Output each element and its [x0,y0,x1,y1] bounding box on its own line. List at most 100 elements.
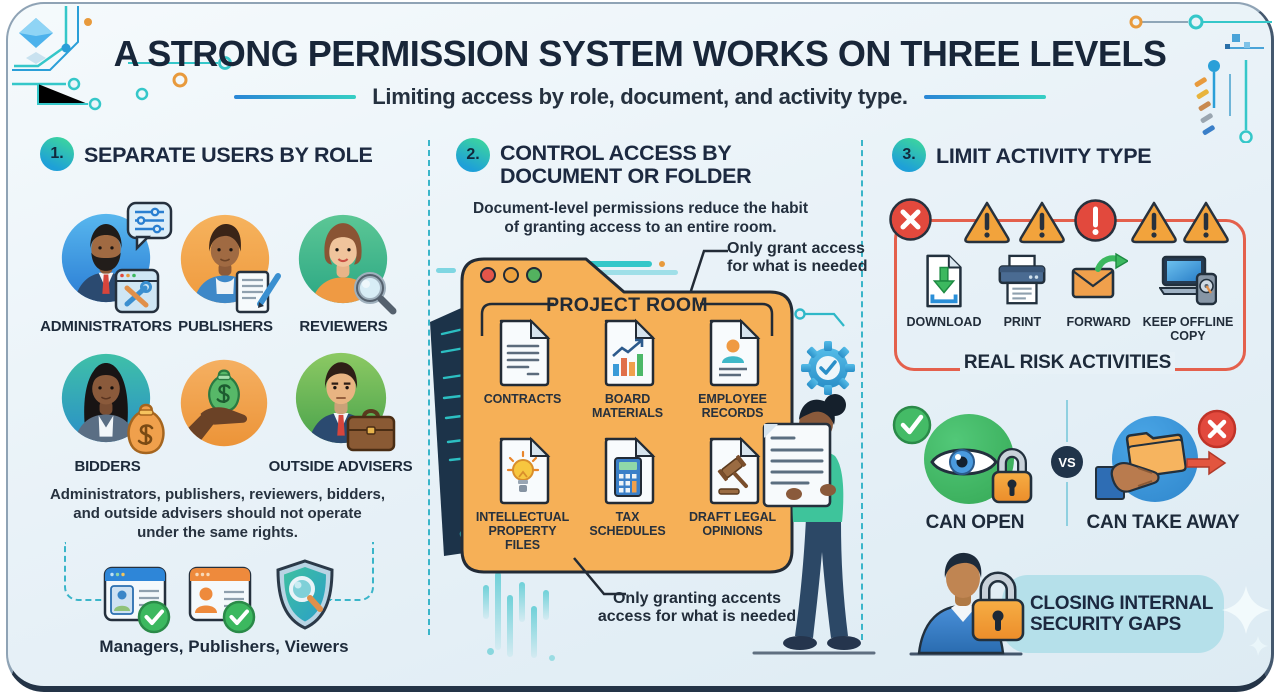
contracts-document-icon [499,318,550,387]
document-card: DRAFT LEGAL OPINIONS [683,436,783,552]
role-label-outside-advisers: OUTSIDE ADVISERS [268,458,413,475]
document-label: TAX SCHEDULES [589,510,666,538]
deco-bar [483,585,489,619]
print-icon [998,254,1046,305]
role-label-administrators: ADMINISTRATORS [40,318,172,335]
accent-strip [588,270,678,275]
section1-title: SEPARATE USERS BY ROLE [84,143,373,167]
money-hand-avatar [180,359,268,447]
activity-item: DOWNLOAD [902,252,986,343]
section2-number-badge: 2. [456,138,490,172]
section1-note: Administrators, publishers, reviewers, b… [49,486,386,541]
settings-bubble-icon [126,201,173,251]
deco-bar [531,606,537,658]
circuit-decoration-top-right [1129,14,1272,143]
viewer-shield-icon [276,559,334,630]
check-badge-icon [137,600,171,634]
activity-label: KEEP OFFLINE COPY [1142,315,1234,343]
deco-bar [543,590,549,620]
document-label: BOARD MATERIALS [591,392,664,420]
document-label: CONTRACTS [483,392,562,406]
section3-title: LIMIT ACTIVITY TYPE [936,144,1152,168]
dashed-bracket-left [64,542,108,601]
deco-bar [519,582,525,622]
page-title: A STRONG PERMISSION SYSTEM WORKS ON THRE… [113,33,1167,74]
bidder-avatar [61,353,151,443]
accent-strip [588,261,652,267]
hand-icon [1110,462,1160,493]
document-label: EMPLOYEE RECORDS [698,392,767,420]
intellectual-property-document-icon [499,436,550,505]
document-card: BOARD MATERIALS [578,318,678,420]
employee-records-document-icon [709,318,760,387]
gear-check-icon [794,308,855,395]
activity-item: PRINT [989,252,1055,343]
closing-gaps-pill: CLOSING INTERNAL SECURITY GAPS [1002,575,1224,653]
section2-title: CONTROL ACCESS BY DOCUMENT OR FOLDER [500,141,752,188]
vs-divider [1066,400,1068,442]
section3-number-badge: 3. [892,138,926,172]
callout-line-top [686,249,728,301]
closing-gaps-label: CLOSING INTERNAL SECURITY GAPS [1030,592,1213,635]
document-label: INTELLECTUAL PROPERTY FILES [475,510,570,552]
deco-bar [495,572,501,650]
activity-item: KEEP OFFLINE COPY [1142,252,1234,343]
document-pen-icon [235,270,281,314]
warning-triangle-icon [1019,201,1065,244]
subtitle-row: Limiting access by role, document, and a… [0,84,1280,110]
activity-label: FORWARD [1066,315,1131,329]
legal-opinions-document-icon [709,436,760,505]
can-take-away-label: CAN TAKE AWAY [1086,512,1240,533]
subtitle-line-left [234,95,357,99]
document-card: EMPLOYEE RECORDS [683,318,783,420]
padlock-icon [991,448,1033,504]
warning-triangle-icon [1183,201,1229,244]
can-open-label: CAN OPEN [925,512,1025,533]
forward-icon [1071,252,1128,299]
tax-schedules-document-icon [604,436,655,505]
section2-description: Document-level permissions reduce the ha… [472,200,809,236]
document-label: DRAFT LEGAL OPINIONS [688,510,777,538]
dashed-bracket-right [330,542,374,601]
callout-top-text: Only grant access for what is needed [727,240,868,276]
vs-badge: VS [1051,446,1083,478]
arrow-right-icon [1186,450,1227,476]
section1-number-badge: 1. [40,137,74,171]
accent-dot [659,261,665,267]
column-separator-left [428,140,430,635]
download-icon [926,254,962,308]
callout-bottom-text: Only granting accents access for what is… [597,590,797,626]
accent-strip [436,268,456,273]
deco-dot [487,648,494,655]
sparkle-icon [1248,636,1268,656]
activity-label: DOWNLOAD [906,315,982,329]
subtitle-line-right [923,95,1046,99]
deco-dot [549,655,555,661]
board-materials-document-icon [604,318,655,387]
exclamation-circle-icon [1074,199,1117,242]
offline-copy-icon [1158,255,1217,306]
activity-label: PRINT [1003,315,1042,329]
deco-bar [507,595,513,657]
documents-row-1: CONTRACTS BOARD MATERIALS EMPLOYEE RECOR… [470,318,785,420]
warning-triangle-icon [1131,201,1177,244]
eye-icon [930,448,998,476]
person-with-lock-figure [909,552,1025,656]
check-badge-icon [892,405,932,445]
page-subtitle: Limiting access by role, document, and a… [372,84,908,109]
activity-item: FORWARD [1059,252,1139,343]
risk-activities-label: REAL RISK ACTIVITIES [960,352,1175,374]
role-label-bidders: BIDDERS [74,458,141,475]
document-card: TAX SCHEDULES [578,436,678,552]
role-label-reviewers: REVIEWERS [299,318,388,335]
cross-badge-icon [1197,409,1237,449]
vs-divider [1066,482,1068,526]
magnifier-icon [354,272,397,315]
briefcase-icon [346,409,396,452]
woman-with-document-figure [752,394,876,655]
role-label-publishers: PUBLISHERS [178,318,273,335]
admin-tools-icon [114,268,160,314]
circuit-decoration-top-left [12,6,232,111]
document-card: CONTRACTS [473,318,573,420]
